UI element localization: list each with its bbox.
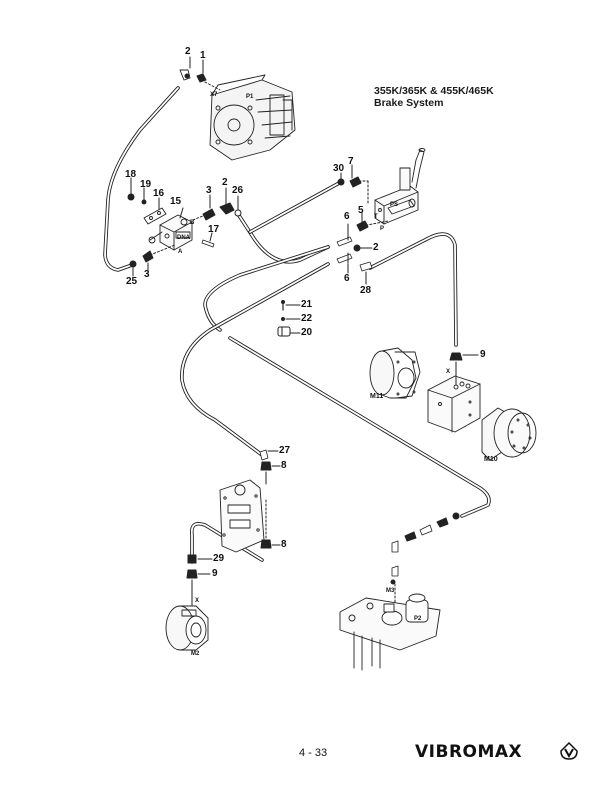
callout-16: 16 [153, 188, 165, 199]
manifold-block [427, 375, 481, 433]
label-m2: M2 [191, 651, 200, 657]
nut-18 [127, 193, 135, 201]
clamp-washer-22 [281, 317, 285, 321]
brake-valve [374, 148, 426, 225]
callout-25: 25 [126, 276, 138, 287]
callout-1: 1 [200, 50, 206, 61]
pipe-28 [368, 232, 458, 347]
fitting-2-valve [353, 244, 361, 252]
hydraulic-lines [103, 86, 491, 564]
fitting-8-lower [260, 539, 272, 549]
fitting-25 [129, 260, 137, 268]
fitting-3-upper [202, 208, 216, 221]
fitting-9-upper [449, 352, 463, 361]
fitting-27 [259, 449, 269, 461]
callout-30: 30 [333, 163, 345, 174]
callout-8: 8 [281, 539, 287, 550]
callout-19: 19 [140, 179, 152, 190]
valve-block-15 [148, 214, 193, 251]
label-dna: DNA [177, 235, 190, 241]
callout-8: 8 [281, 460, 287, 471]
label-p1: P1 [246, 94, 254, 100]
callout-2: 2 [185, 46, 191, 57]
callout-2: 2 [222, 177, 228, 188]
fitting-elbow-2 [179, 69, 191, 81]
label-x7: X7 [210, 92, 218, 98]
label-p2: P2 [414, 616, 422, 622]
filter-assembly [339, 593, 441, 671]
callout-22: 22 [301, 313, 313, 324]
tee-fitting-6-upper [336, 231, 353, 247]
fitting-elbow-2-mid [219, 202, 235, 215]
bolt-17 [201, 239, 215, 248]
callout-17: 17 [208, 224, 220, 235]
label-a: A [178, 249, 183, 255]
callout-6: 6 [344, 273, 350, 284]
callout-20: 20 [301, 327, 313, 338]
title-system: Brake System [374, 97, 444, 109]
callout-15: 15 [170, 196, 182, 207]
clamp-bolt-21 [281, 300, 285, 311]
diagram-title: 355K/365K & 455K/465K Brake System [374, 85, 494, 109]
fitting-29 [187, 554, 197, 564]
fitting-9-lower [186, 569, 198, 579]
callout-7: 7 [348, 156, 354, 167]
label-m3: M3 [386, 588, 395, 594]
callout-2: 2 [373, 242, 379, 253]
tee-fitting-6-lower [336, 252, 353, 264]
brand-logo-icon [560, 742, 578, 760]
callout-29: 29 [213, 553, 225, 564]
callout-6: 6 [344, 211, 350, 222]
label-ps: PS [390, 202, 399, 208]
pipe-to-27 [180, 262, 330, 457]
pipe-26 [236, 212, 330, 264]
fitting-26 [234, 209, 242, 217]
fitting-5 [356, 220, 369, 232]
page-number: 4 - 33 [299, 747, 328, 759]
fitting-3-lower [142, 250, 154, 263]
brake-manifold-plate [219, 479, 265, 553]
clamp-20 [277, 326, 291, 337]
title-models: 355K/365K & 455K/465K [374, 85, 494, 97]
bracket-16 [143, 207, 167, 225]
label-m11: M11 [370, 393, 384, 400]
filter-fittings-chain [390, 512, 460, 605]
callout-27: 27 [279, 445, 291, 456]
label-x-upper: X [446, 369, 451, 375]
fitting-28 [359, 261, 373, 272]
label-t: T [374, 214, 378, 220]
washer-19 [141, 199, 147, 205]
hydraulic-pump [204, 74, 296, 161]
label-b: B [190, 220, 195, 226]
label-p: P [380, 226, 385, 232]
callout-3: 3 [144, 269, 150, 280]
callout-5: 5 [358, 205, 364, 216]
callout-26: 26 [232, 185, 244, 196]
label-m10: M10 [484, 456, 498, 463]
callout-3: 3 [206, 185, 212, 196]
fitting-8-upper [260, 461, 272, 471]
motor-m11 [369, 347, 421, 399]
label-x-lower: X [195, 598, 200, 604]
brand-logo-text: VIBROMAX [415, 742, 523, 762]
callout-18: 18 [125, 169, 137, 180]
motor-m10 [481, 407, 537, 461]
fitting-7 [349, 176, 362, 188]
callout-21: 21 [301, 299, 313, 310]
callout-9: 9 [212, 568, 218, 579]
callout-9: 9 [480, 349, 486, 360]
fitting-nipple-1 [196, 73, 207, 83]
callout-28: 28 [360, 285, 372, 296]
motor-m2 [165, 605, 209, 651]
